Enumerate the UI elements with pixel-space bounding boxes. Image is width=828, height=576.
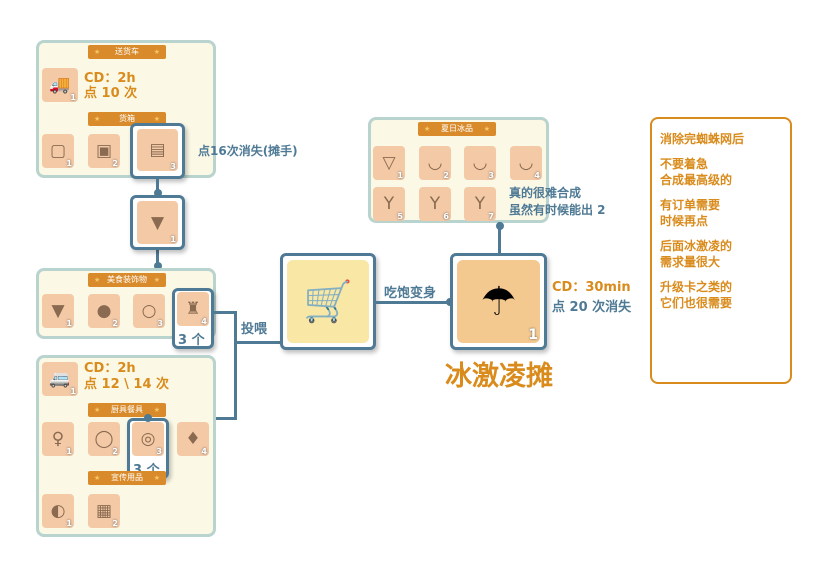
connector bbox=[498, 222, 501, 254]
connector-dot bbox=[144, 414, 152, 422]
crate-banner: 货箱 bbox=[88, 112, 166, 126]
food-decor-item-1[interactable]: ▼1 bbox=[42, 294, 74, 328]
connector-dot bbox=[154, 189, 162, 197]
crate-note: 点16次消失(摊手) bbox=[198, 144, 298, 158]
connector bbox=[234, 311, 237, 419]
summer-ice-banner: 夏日冰品 bbox=[418, 122, 496, 136]
transform-label: 吃饱变身 bbox=[384, 286, 437, 301]
summer-note-line-2: 虽然有时候能出 2 bbox=[509, 203, 606, 217]
ice-cream-stand-icon[interactable]: ☂1 bbox=[457, 260, 540, 343]
bunting-flag-item[interactable]: ▼1 bbox=[137, 201, 178, 244]
tip-4: 后面冰激凌的 需求量很大 bbox=[660, 239, 733, 269]
ice-van-icon[interactable]: 🚐1 bbox=[42, 362, 78, 396]
delivery-truck-icon[interactable]: 🚚1 bbox=[42, 68, 78, 102]
summer-ice-item-4[interactable]: ◡4 bbox=[510, 146, 542, 180]
delivery-truck-banner: 送货车 bbox=[88, 45, 166, 59]
food-decor-count: 3 个 bbox=[178, 333, 205, 348]
tip-3: 有订单需要 时候再点 bbox=[660, 198, 721, 228]
promo-item-2[interactable]: ▦2 bbox=[88, 494, 120, 528]
crate-item-2[interactable]: ▣2 bbox=[88, 134, 120, 168]
stand-cd: CD：30min bbox=[552, 280, 631, 295]
connector bbox=[214, 311, 236, 314]
food-decor-item-2[interactable]: ●2 bbox=[88, 294, 120, 328]
stand-clicks: 点 20 次消失 bbox=[552, 300, 632, 315]
kitchenware-item-3[interactable]: ◎3 bbox=[132, 422, 164, 456]
van-cd: CD：2h bbox=[84, 361, 136, 376]
delivery-cd: CD：2h bbox=[84, 71, 136, 86]
ice-cream-stand-title: 冰激凌摊 bbox=[445, 361, 553, 392]
promo-item-1[interactable]: ◐1 bbox=[42, 494, 74, 528]
tips-note: 消除完蜘蛛网后 不要着急 合成最高级的 有订单需要 时候再点 后面冰激凌的 需求… bbox=[650, 117, 792, 384]
summer-ice-item-3[interactable]: ◡3 bbox=[464, 146, 496, 180]
kitchenware-banner: 厨具餐具 bbox=[88, 403, 166, 417]
summer-ice-item-1[interactable]: ▽1 bbox=[373, 146, 405, 180]
connector bbox=[236, 341, 282, 344]
food-decor-banner: 美食装饰物 bbox=[88, 273, 166, 287]
connector bbox=[375, 301, 451, 304]
kitchenware-item-1[interactable]: ♀1 bbox=[42, 422, 74, 456]
food-decor-item-4[interactable]: ♜4 bbox=[177, 292, 209, 326]
promo-banner: 宣传用品 bbox=[88, 471, 166, 485]
delivery-clicks: 点 10 次 bbox=[84, 86, 138, 101]
summer-ice-item-2[interactable]: ◡2 bbox=[419, 146, 451, 180]
connector-dot bbox=[496, 222, 504, 230]
hungry-ice-cream-cart[interactable]: 🛒 bbox=[287, 260, 369, 343]
tip-1: 消除完蜘蛛网后 bbox=[660, 132, 745, 146]
kitchenware-item-2[interactable]: ◯2 bbox=[88, 422, 120, 456]
tip-2: 不要着急 合成最高级的 bbox=[660, 157, 733, 187]
kitchenware-item-4[interactable]: ♦4 bbox=[177, 422, 209, 456]
summer-note-line-1: 真的很难合成 bbox=[509, 186, 582, 200]
feed-label: 投喂 bbox=[241, 322, 268, 337]
crate-item-1[interactable]: ▢1 bbox=[42, 134, 74, 168]
connector-dot bbox=[154, 262, 162, 270]
crate-item-3[interactable]: ▤3 bbox=[137, 129, 178, 171]
van-clicks: 点 12 \ 14 次 bbox=[84, 377, 170, 392]
food-decor-item-3[interactable]: ○3 bbox=[133, 294, 165, 328]
tip-5: 升级卡之类的 它们也很需要 bbox=[660, 280, 733, 310]
